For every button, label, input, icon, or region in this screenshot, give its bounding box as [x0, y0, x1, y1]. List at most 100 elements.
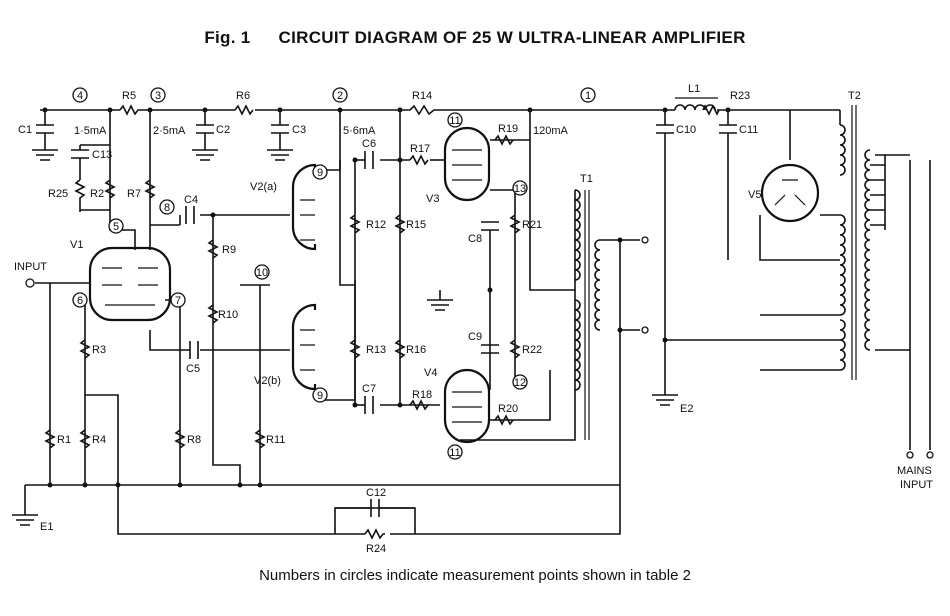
svg-text:4: 4: [77, 90, 83, 102]
svg-text:8: 8: [164, 202, 170, 214]
input-label: INPUT: [14, 261, 47, 273]
label-r3: R3: [92, 344, 106, 356]
label-r13: R13: [366, 344, 386, 356]
valve-symbols: [88, 126, 820, 444]
label-r9: R9: [222, 244, 236, 256]
label-r7: R7: [127, 188, 141, 200]
svg-text:6: 6: [77, 295, 83, 307]
label-c10: C10: [676, 124, 696, 136]
current-2-5ma: 2·5mA: [153, 125, 186, 137]
label-c13: C13: [92, 149, 112, 161]
mains-input-label-2: INPUT: [900, 479, 933, 491]
label-r6: R6: [236, 90, 250, 102]
measurement-point-11a: 11: [447, 112, 463, 128]
terminals: [25, 236, 934, 459]
label-r23: R23: [730, 90, 750, 102]
earth-e2-label: E2: [680, 403, 693, 415]
label-t2: T2: [848, 90, 861, 102]
capacitor-symbols: [36, 124, 737, 517]
figure-caption: Numbers in circles indicate measurement …: [259, 567, 691, 584]
component-labels: R5 R6 R14 R23 R25 R2 R7 R9 R10 R12 R15 R…: [14, 83, 933, 555]
measurement-point-4: 4: [72, 87, 88, 103]
label-c3: C3: [292, 124, 306, 136]
label-r19: R19: [498, 123, 518, 135]
junctions: [42, 107, 731, 488]
label-c5: C5: [186, 363, 200, 375]
svg-text:7: 7: [175, 295, 181, 307]
measurement-point-5: 5: [108, 218, 124, 234]
measurement-point-9b: 9: [312, 387, 328, 403]
label-r16: R16: [406, 344, 426, 356]
label-c4: C4: [184, 194, 198, 206]
measurement-point-6: 6: [72, 292, 88, 308]
label-r12: R12: [366, 219, 386, 231]
current-1-5ma: 1·5mA: [74, 125, 107, 137]
label-r18: R18: [412, 389, 432, 401]
resistor-symbols: [44, 104, 720, 540]
label-r20: R20: [498, 403, 518, 415]
measurement-point-10: 10: [254, 264, 270, 280]
label-c8: C8: [468, 233, 482, 245]
label-r2: R2: [90, 188, 104, 200]
label-r8: R8: [187, 434, 201, 446]
label-r24: R24: [366, 543, 386, 555]
measurement-point-2: 2: [332, 87, 348, 103]
label-v1: V1: [70, 239, 83, 251]
svg-text:10: 10: [256, 267, 268, 279]
label-l1: L1: [688, 83, 700, 95]
measurement-point-12: 12: [512, 374, 528, 390]
label-v5: V5: [748, 189, 761, 201]
svg-text:11: 11: [449, 115, 460, 127]
label-r10: R10: [218, 309, 238, 321]
measurement-point-3: 3: [150, 87, 166, 103]
label-r17: R17: [410, 143, 430, 155]
svg-text:12: 12: [514, 377, 526, 389]
label-r25: R25: [48, 188, 68, 200]
label-v2b: V2(b): [254, 375, 281, 387]
mains-input-label-1: MAINS: [897, 465, 932, 477]
label-c7: C7: [362, 383, 376, 395]
figure-title-text: CIRCUIT DIAGRAM OF 25 W ULTRA-LINEAR AMP…: [278, 28, 746, 47]
svg-text:9: 9: [317, 167, 323, 179]
label-v4: V4: [424, 367, 437, 379]
magnetics: [574, 97, 886, 440]
svg-text:13: 13: [514, 183, 526, 195]
measurement-point-7: 7: [170, 292, 186, 308]
ground-symbols: [12, 149, 678, 526]
measurement-point-9a: 9: [312, 164, 328, 180]
label-r1: R1: [57, 434, 71, 446]
label-c1: C1: [18, 124, 32, 136]
svg-text:3: 3: [155, 90, 161, 102]
wiring: [24, 109, 931, 535]
label-r4: R4: [92, 434, 106, 446]
label-c2: C2: [216, 124, 230, 136]
measurement-point-11b: 11: [447, 444, 463, 460]
label-r21: R21: [522, 219, 542, 231]
figure-number: Fig. 1: [204, 28, 251, 47]
label-c12: C12: [366, 487, 386, 499]
svg-text:11: 11: [449, 447, 460, 459]
svg-text:2: 2: [337, 90, 343, 102]
earth-e1-label: E1: [40, 521, 53, 533]
current-5-6ma: 5·6mA: [343, 125, 376, 137]
label-c9: C9: [468, 331, 482, 343]
label-r22: R22: [522, 344, 542, 356]
svg-text:5: 5: [113, 221, 119, 233]
figure-title: Fig. 1 CIRCUIT DIAGRAM OF 25 W ULTRA-LINE…: [0, 28, 950, 48]
label-v3: V3: [426, 193, 439, 205]
label-r14: R14: [412, 90, 432, 102]
label-c11: C11: [739, 124, 758, 136]
label-r11: R11: [266, 434, 285, 446]
svg-text:9: 9: [317, 390, 323, 402]
measurement-point-1: 1: [580, 87, 596, 103]
label-r5: R5: [122, 90, 136, 102]
label-r15: R15: [406, 219, 426, 231]
measurement-point-13: 13: [512, 180, 528, 196]
label-v2a: V2(a): [250, 181, 277, 193]
label-c6: C6: [362, 138, 376, 150]
current-120ma: 120mA: [533, 125, 569, 137]
svg-text:1: 1: [585, 90, 591, 102]
measurement-points: 4 3 2 1 5 6 7 8 9 9 10 11 11 12 13: [72, 87, 596, 460]
